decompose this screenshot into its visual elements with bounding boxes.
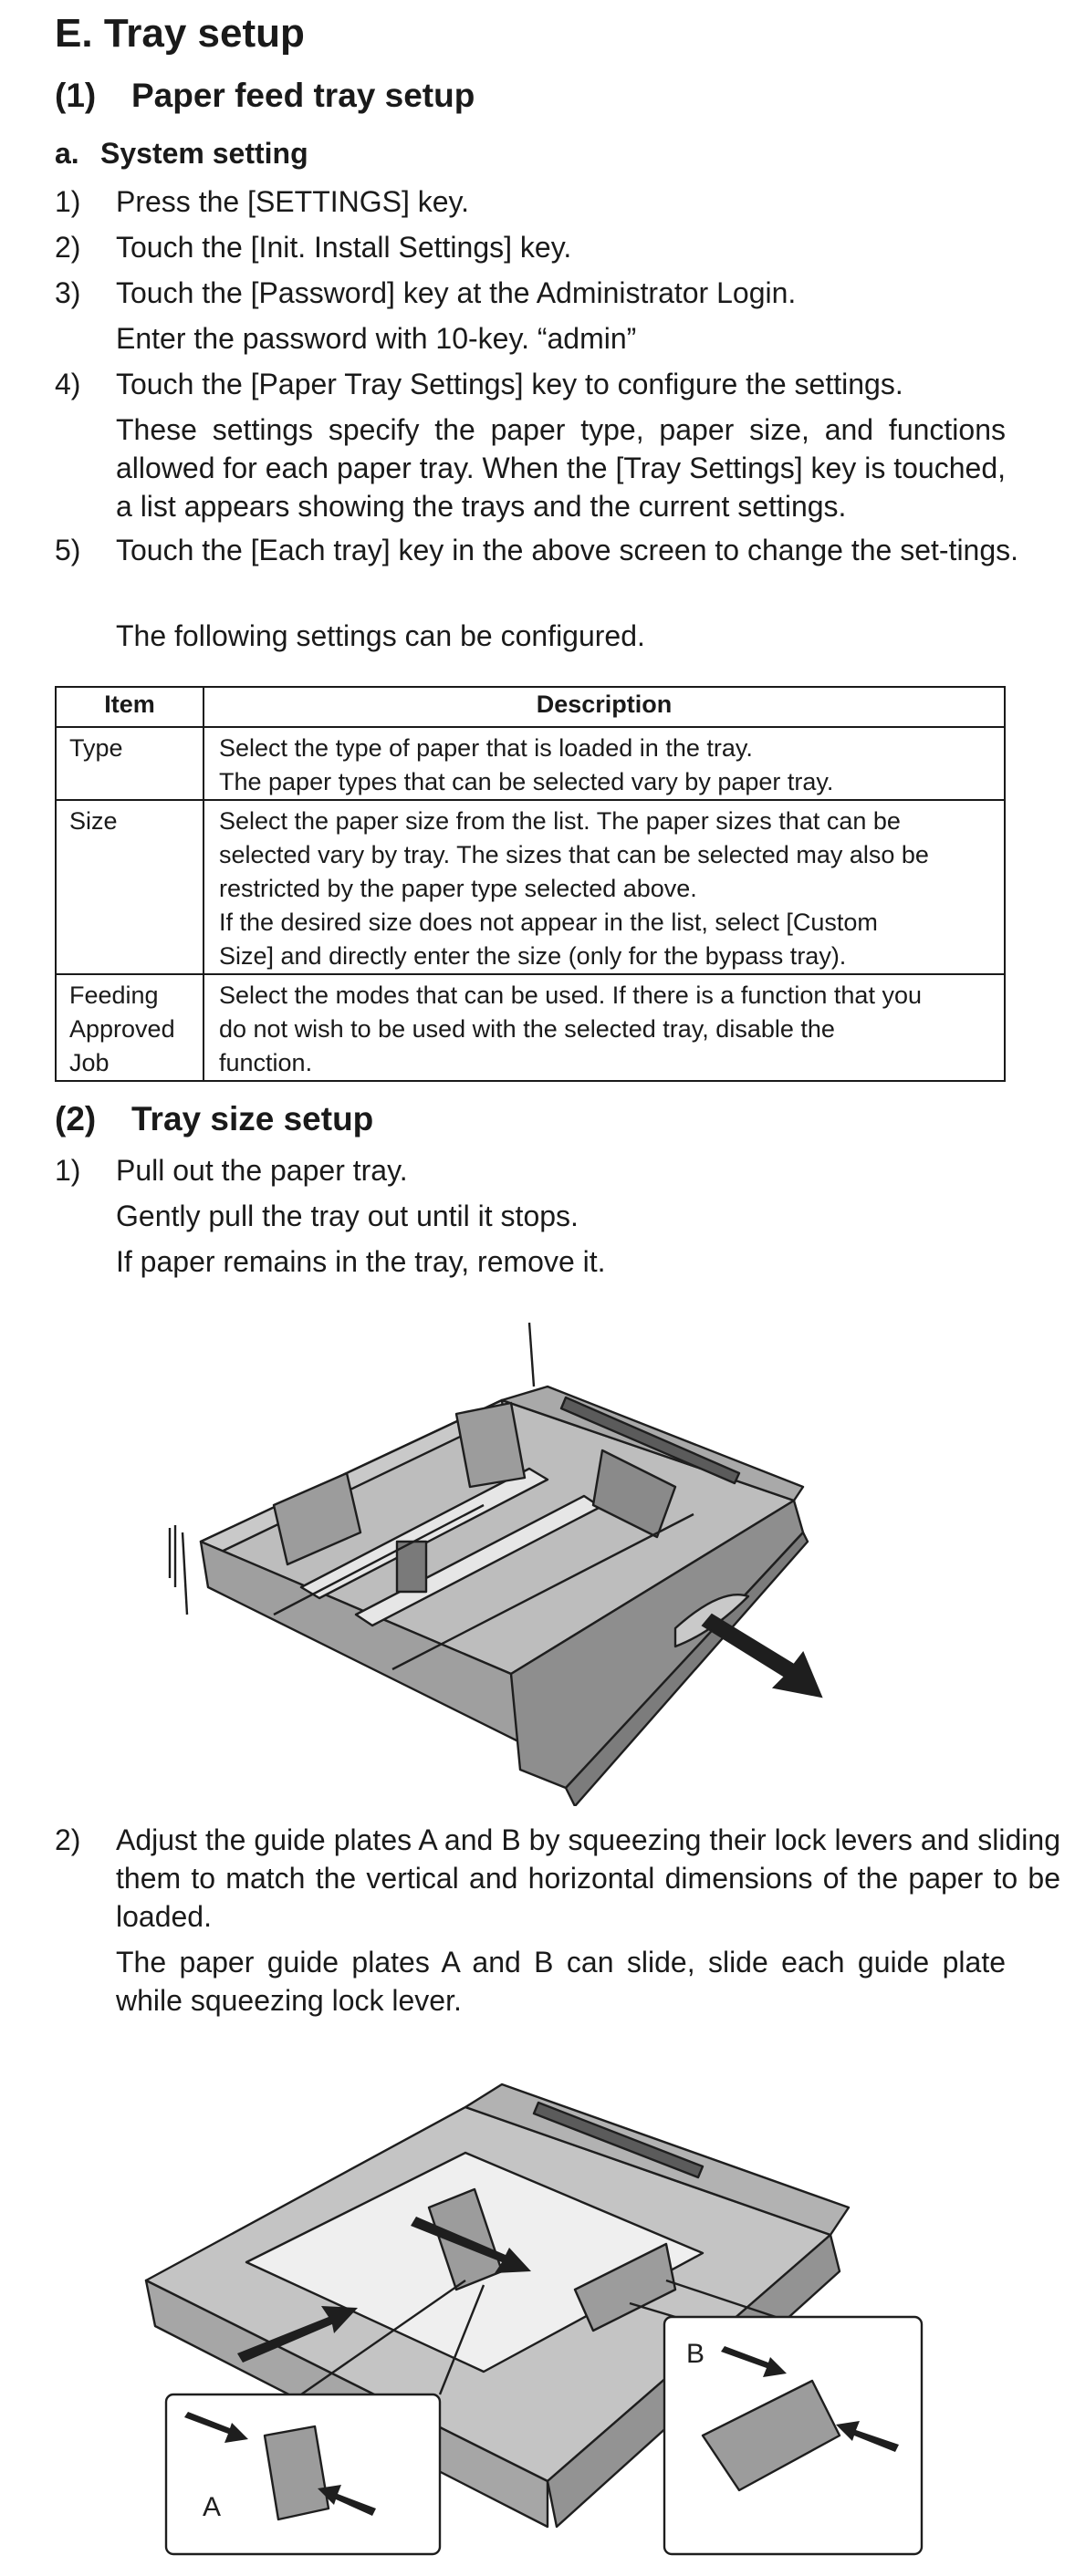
- step-text: Pull out the paper tray.: [116, 1154, 408, 1187]
- description-line: Size] and directly enter the size (only …: [219, 942, 847, 970]
- item-line: Feeding: [69, 982, 159, 1009]
- subsection-number: (1): [55, 77, 97, 114]
- step-text: Touch the [Each tray] key in the above s…: [116, 534, 1019, 566]
- step-number: 1): [55, 185, 81, 218]
- table-row: Feeding Approved Job Select the modes th…: [55, 973, 1006, 1082]
- step-text: Press the [SETTINGS] key.: [116, 185, 470, 218]
- description-line: function.: [219, 1049, 313, 1076]
- column-header-item: Item: [55, 686, 204, 728]
- subsection-title: Tray size setup: [131, 1100, 374, 1137]
- table-cell-item: Size: [55, 799, 204, 975]
- guide-plates-illustration: A B: [144, 2083, 924, 2556]
- step-text: Touch the [Init. Install Settings] key.: [116, 231, 572, 264]
- description-line: Select the modes that can be used. If th…: [219, 982, 922, 1009]
- item-line: Job: [69, 1049, 110, 1076]
- description-line: The paper types that can be selected var…: [219, 768, 834, 795]
- table-cell-item: Type: [55, 726, 204, 801]
- section-letter: E.: [55, 11, 93, 56]
- step-note: The following settings can be configured…: [116, 619, 645, 652]
- table-cell-description: Select the type of paper that is loaded …: [203, 726, 1006, 801]
- settings-table: Item Description Type Select the type of…: [55, 686, 1006, 1082]
- step-number: 2): [55, 1823, 81, 1856]
- item-line: Approved: [69, 1015, 175, 1043]
- description-line: selected vary by tray. The sizes that ca…: [219, 841, 929, 868]
- description-line: Select the type of paper that is loaded …: [219, 734, 753, 762]
- table-cell-description: Select the paper size from the list. The…: [203, 799, 1006, 975]
- section-title: Tray setup: [103, 11, 305, 56]
- step-text: Touch the [Password] key at the Administ…: [116, 276, 797, 309]
- label-a: A: [203, 2492, 221, 2522]
- table-row: Size Select the paper size from the list…: [55, 799, 1006, 975]
- subsection-title: Paper feed tray setup: [131, 77, 475, 114]
- step-note: These settings specify the paper type, p…: [116, 413, 1006, 523]
- label-b: B: [686, 2339, 704, 2369]
- description-line: restricted by the paper type selected ab…: [219, 875, 697, 902]
- step-number: 4): [55, 368, 81, 400]
- step-number: 1): [55, 1154, 81, 1187]
- step-text: Adjust the guide plates A and B by squee…: [116, 1823, 1060, 1933]
- subsection-number: (2): [55, 1100, 97, 1137]
- subsection-heading-size: (2) Tray size setup: [55, 1100, 373, 1138]
- sub-heading-system-setting: a. System setting: [55, 137, 308, 171]
- step-note: Gently pull the tray out until it stops.: [116, 1200, 579, 1232]
- step-number: 5): [55, 534, 81, 566]
- step-text: Touch the [Paper Tray Settings] key to c…: [116, 368, 903, 400]
- step-note: The paper guide plates A and B can slide…: [116, 1946, 1006, 2017]
- description-line: If the desired size does not appear in t…: [219, 909, 878, 936]
- step-number: 2): [55, 231, 81, 264]
- table-cell-item: Feeding Approved Job: [55, 973, 204, 1082]
- table-cell-description: Select the modes that can be used. If th…: [203, 973, 1006, 1082]
- description-line: do not wish to be used with the selected…: [219, 1015, 835, 1043]
- section-heading: E. Tray setup: [55, 11, 305, 57]
- table-header-row: Item Description: [55, 686, 1006, 728]
- table-row: Type Select the type of paper that is lo…: [55, 726, 1006, 801]
- sub-heading-title: System setting: [100, 137, 308, 170]
- subsection-heading-feed: (1) Paper feed tray setup: [55, 77, 475, 115]
- column-header-description: Description: [203, 686, 1006, 728]
- step-number: 3): [55, 276, 81, 309]
- step-note: If paper remains in the tray, remove it.: [116, 1245, 606, 1278]
- description-line: Select the paper size from the list. The…: [219, 807, 901, 835]
- sub-heading-letter: a.: [55, 137, 79, 170]
- step-note: Enter the password with 10-key. “admin”: [116, 322, 637, 355]
- tray-pull-out-illustration: [168, 1322, 823, 1806]
